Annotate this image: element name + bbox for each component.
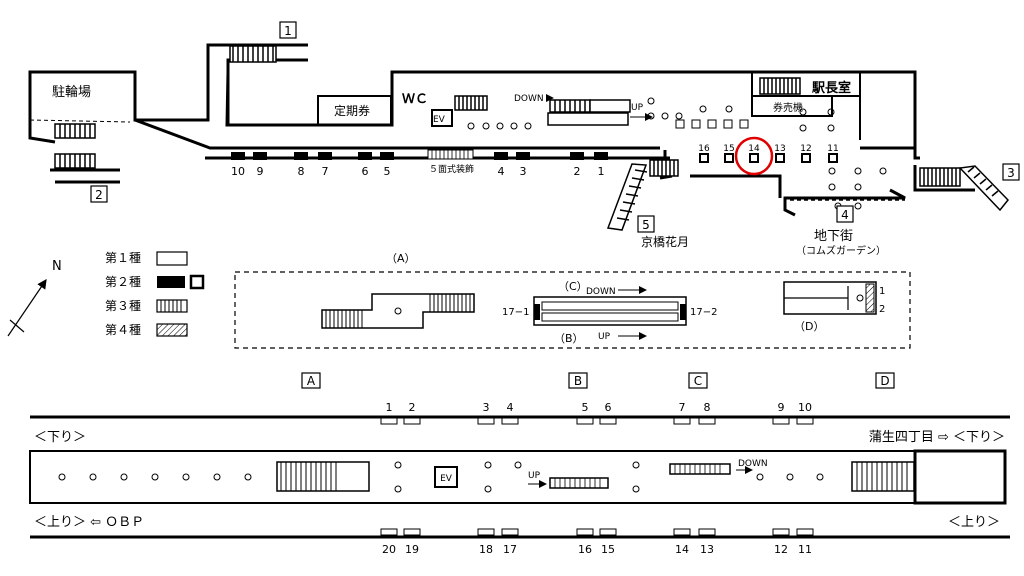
platform-bottom-number: 19 xyxy=(405,543,419,556)
platform-top-number: 10 xyxy=(798,401,812,414)
detail-up-label: UP xyxy=(598,332,611,342)
platform-top-number: 3 xyxy=(483,401,490,414)
stairs xyxy=(54,45,1009,231)
station-office-label: 駅長室 xyxy=(811,80,851,96)
detail-d-label: （D） xyxy=(794,320,824,333)
commuter-pass-label: 定期券 xyxy=(334,103,370,118)
underground-mall-label: 地下街 xyxy=(814,229,853,244)
platform-bottom-number: 13 xyxy=(700,543,714,556)
detail-17-2-label: 17−2 xyxy=(690,307,717,318)
detail-a-label: （A） xyxy=(386,252,416,265)
detail-d-1-label: 1 xyxy=(879,286,885,297)
platform-bottom-number: 18 xyxy=(479,543,493,556)
bicycle-parking-label: 駐輪場 xyxy=(52,84,91,100)
wall-ad-number: 8 xyxy=(298,165,305,178)
up-label: UP xyxy=(631,103,644,113)
north-label: N xyxy=(52,259,62,274)
exit-boxes xyxy=(90,21,1020,233)
wall-ad-number: 2 xyxy=(574,165,581,178)
legend-type2-label: 第２種 xyxy=(105,275,141,289)
legend: N 第１種 第２種 第３種 第４種 xyxy=(7,251,205,337)
platform-down-label: DOWN xyxy=(738,459,768,469)
highlight-circle xyxy=(734,136,774,176)
platform-bottom-number: 11 xyxy=(798,543,812,556)
detail-b-label: （B） xyxy=(554,332,584,345)
five-face-decoration-label: ５面式装飾 xyxy=(429,163,474,175)
platform-bottom-number: 15 xyxy=(601,543,615,556)
platform-top-number: 4 xyxy=(507,401,514,414)
direction-down-right: 蒲生四丁目 ⇨ ＜下り＞ xyxy=(869,430,1005,445)
kyobashi-kagetsu-label: 京橋花月 xyxy=(641,234,689,249)
exit-5-number: 5 xyxy=(642,218,650,232)
section-label: A xyxy=(307,374,316,388)
pillar-ad-number-highlighted: 14 xyxy=(748,144,760,154)
legend-type1-swatch xyxy=(156,251,188,266)
wall-ad-number: 7 xyxy=(322,165,329,178)
platform-bottom-number: 17 xyxy=(503,543,517,556)
wall-ad-number: 5 xyxy=(384,165,391,178)
platform-bottom-number: 20 xyxy=(382,543,396,556)
legend-type3-label: 第３種 xyxy=(105,299,141,313)
platform: A B C D 1 2 3 4 5 6 7 8 9 1 xyxy=(29,372,1010,556)
direction-up-left: ＜上り＞ ⇦ ＯＢＰ xyxy=(34,515,144,530)
platform-top-number: 8 xyxy=(704,401,711,414)
pillar-ad-number: 12 xyxy=(800,144,811,154)
legend-type4-swatch xyxy=(156,323,188,337)
platform-bottom-number: 12 xyxy=(774,543,788,556)
wall-ad-number: 1 xyxy=(598,165,605,178)
pillar-ad-number: 15 xyxy=(723,144,734,154)
wall-ad-number: 6 xyxy=(362,165,369,178)
section-label: C xyxy=(694,374,702,388)
wall-ad-number: 10 xyxy=(231,165,245,178)
wall-ad-number: 4 xyxy=(498,165,505,178)
exit-2-number: 2 xyxy=(95,188,103,202)
exit-3-number: 3 xyxy=(1007,166,1015,180)
exit-1-number: 1 xyxy=(284,24,292,38)
section-label: B xyxy=(574,374,582,388)
platform-elevator-label: EV xyxy=(440,474,453,484)
underground-mall-name: （コムズガーデン） xyxy=(796,244,886,257)
detail-box: （A） （C） DOWN 17−1 17−2 （B） UP 1 2 （D） xyxy=(234,252,911,349)
elevator-label: EV xyxy=(433,115,446,125)
platform-bottom-number: 14 xyxy=(675,543,689,556)
legend-type2-swatch xyxy=(157,276,185,288)
platform-top-number: 2 xyxy=(409,401,416,414)
platform-top-number: 1 xyxy=(386,401,393,414)
pillar-ads xyxy=(699,153,838,163)
pillar-ad-number: 13 xyxy=(774,144,785,154)
platform-top-number: 9 xyxy=(778,401,785,414)
legend-type4-label: 第４種 xyxy=(105,323,141,337)
wall-ad-number: 9 xyxy=(257,165,264,178)
down-label: DOWN xyxy=(514,94,544,104)
rooms xyxy=(317,72,861,140)
pillar-ad-number: 16 xyxy=(698,144,710,154)
pillars xyxy=(467,97,887,210)
detail-down-label: DOWN xyxy=(586,287,616,297)
direction-down-left: ＜下り＞ xyxy=(34,430,86,445)
wall-ad-number: 3 xyxy=(520,165,527,178)
detail-d-2-label: 2 xyxy=(879,304,885,315)
platform-top-number: 5 xyxy=(582,401,589,414)
ticket-machines-label: 券売機 xyxy=(773,101,803,114)
detail-17-1-label: 17−1 xyxy=(502,307,529,318)
exit-4-number: 4 xyxy=(841,208,849,222)
platform-top-number: 6 xyxy=(605,401,612,414)
detail-c-label: （C） xyxy=(558,280,588,293)
legend-type1-label: 第１種 xyxy=(105,251,141,265)
legend-type2-pillar-swatch xyxy=(189,274,205,290)
platform-bottom-number: 16 xyxy=(578,543,592,556)
platform-top-number: 7 xyxy=(679,401,686,414)
wc-label: ＷＣ xyxy=(402,92,428,107)
pillar-ad-number: 11 xyxy=(827,144,838,154)
north-arrow-icon xyxy=(7,279,47,337)
wall-ads xyxy=(231,152,608,160)
direction-up-right: ＜上り＞ xyxy=(948,515,1000,530)
platform-up-label: UP xyxy=(528,471,541,481)
section-label: D xyxy=(880,374,889,388)
